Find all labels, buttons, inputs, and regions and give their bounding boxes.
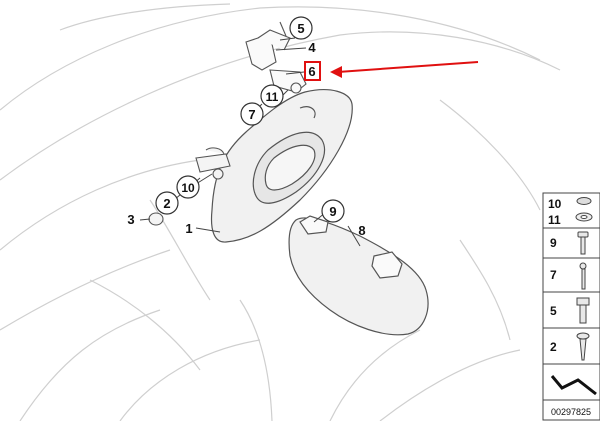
legend-label-7: 7: [550, 268, 557, 282]
callout-1-label: 1: [185, 221, 192, 236]
callout-8-label: 8: [358, 223, 365, 238]
washer-icon: [575, 197, 593, 222]
legend-label-2: 2: [550, 340, 557, 354]
legend-label-5: 5: [550, 304, 557, 318]
callout-8[interactable]: 8: [358, 223, 365, 238]
callout-10[interactable]: 10: [176, 175, 200, 199]
callout-5[interactable]: 5: [289, 16, 313, 40]
callout-5-label: 5: [297, 21, 304, 36]
callout-11-top[interactable]: 11: [260, 84, 284, 108]
callout-11-top-label: 11: [266, 90, 279, 104]
callout-3-label: 3: [127, 212, 134, 227]
callout-1[interactable]: 1: [185, 221, 192, 236]
pin-icon: [579, 262, 587, 290]
part-number: 00297825: [551, 407, 591, 417]
legend-label-11: 11: [548, 213, 561, 227]
callout-7-label: 7: [248, 107, 255, 122]
callout-2-label: 2: [163, 196, 170, 211]
bracket-part: [245, 21, 307, 94]
sun-visor-right: [288, 215, 429, 336]
callout-6-highlighted[interactable]: 6: [304, 61, 321, 81]
bolt-icon: [576, 297, 590, 324]
callout-4[interactable]: 4: [308, 40, 316, 55]
legend-label-10: 10: [548, 197, 562, 211]
legend-panel: 10 11 9 7 5 2 00297825: [542, 192, 600, 421]
callout-7[interactable]: 7: [240, 102, 264, 126]
callout-10-label: 10: [181, 181, 195, 195]
screw-icon: [577, 231, 589, 255]
callout-9[interactable]: 9: [321, 199, 345, 223]
tapping-screw-icon: [576, 332, 590, 361]
legend-label-9: 9: [550, 236, 557, 250]
callout-6-label: 6: [308, 64, 315, 79]
callout-2[interactable]: 2: [155, 191, 179, 215]
highlight-arrow: [330, 61, 479, 78]
car-interior-background: [0, 3, 561, 421]
callout-9-label: 9: [329, 204, 336, 219]
callout-3[interactable]: 3: [127, 212, 134, 227]
callout-4-label: 4: [308, 40, 316, 55]
sun-visor-left: [210, 89, 353, 243]
return-arrow-icon: [550, 375, 597, 396]
